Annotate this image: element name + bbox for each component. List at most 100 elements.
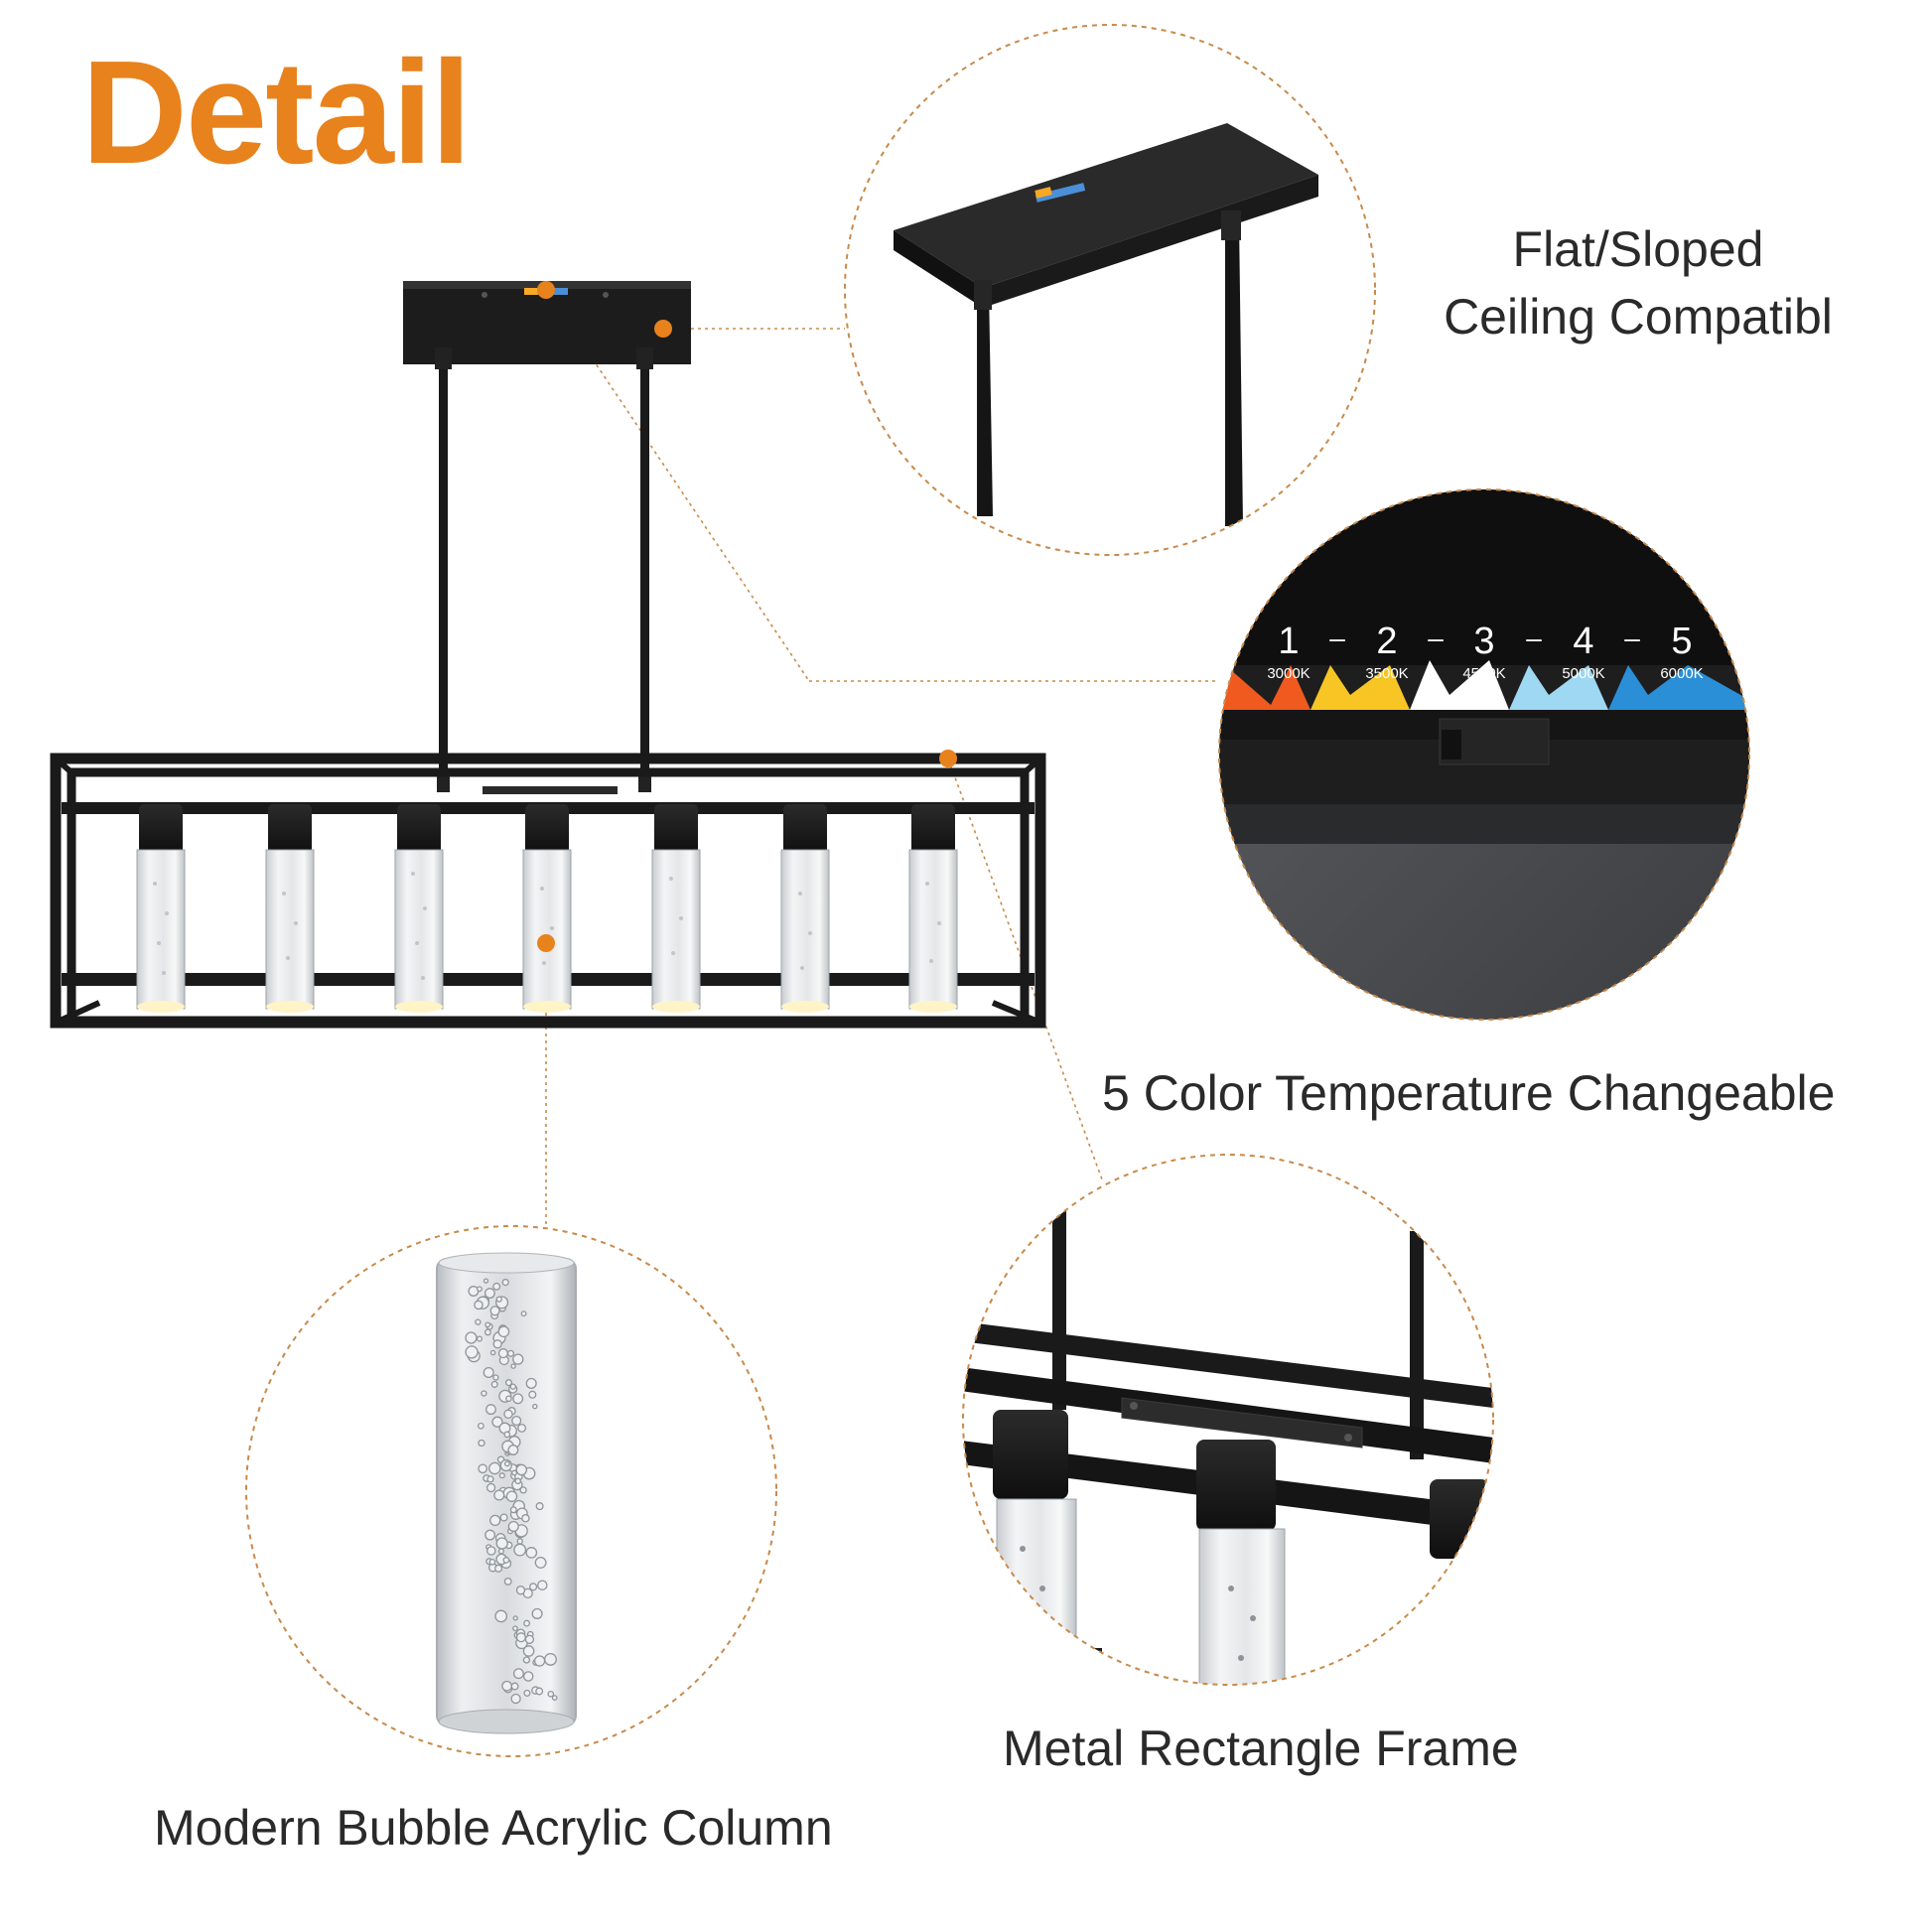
bubble: [493, 1489, 505, 1501]
bubble: [515, 1586, 526, 1595]
bubble: [515, 1463, 528, 1476]
temp-sep-2: –: [1428, 622, 1444, 653]
bubble: [523, 1619, 531, 1627]
feature-ceiling-line2: Ceiling Compatibl: [1444, 288, 1833, 345]
light-1: [136, 804, 186, 1013]
bubble: [499, 1513, 508, 1522]
bubble: [486, 1475, 494, 1483]
bubble: [509, 1383, 516, 1390]
temp-number-2: 2: [1376, 621, 1397, 662]
temp-sep-3: –: [1526, 622, 1542, 653]
bubble: [497, 1325, 510, 1338]
bubble: [497, 1348, 508, 1359]
bubble: [475, 1318, 482, 1325]
bubble: [547, 1690, 555, 1698]
bubble: [503, 1577, 512, 1586]
temp-wave-4: [1509, 665, 1608, 710]
rod-left: [439, 364, 448, 789]
bubble: [519, 1486, 527, 1494]
bubble: [506, 1349, 515, 1357]
bubble: [516, 1538, 523, 1545]
bubble: [510, 1693, 521, 1705]
temp-kelvin-5: 6000K: [1660, 665, 1703, 682]
detail-circle-column: [245, 1225, 777, 1757]
bubble: [495, 1537, 508, 1550]
bubble: [474, 1300, 483, 1311]
bubble: [503, 1431, 511, 1439]
feature-column-label: Modern Bubble Acrylic Column: [154, 1800, 833, 1856]
light-3: [394, 804, 444, 1013]
temp-wave-3: [1410, 660, 1509, 710]
feature-frame-label: Metal Rectangle Frame: [1003, 1721, 1519, 1776]
bubble: [551, 1695, 558, 1701]
bubble: [523, 1689, 531, 1697]
bubble: [515, 1632, 526, 1643]
temp-kelvin-3: 4500K: [1462, 665, 1505, 682]
bubble: [501, 1278, 509, 1287]
bubble: [484, 1529, 496, 1541]
detail-circle-frame: [962, 1154, 1494, 1686]
bubble: [509, 1506, 517, 1514]
marker-frame: [939, 750, 957, 767]
marker-dots: [537, 281, 957, 952]
bubble: [492, 1339, 502, 1349]
bubble: [507, 1520, 519, 1533]
bubble: [507, 1445, 519, 1455]
bubble: [465, 1331, 478, 1344]
bubble: [503, 1409, 513, 1420]
light-tubes: [136, 804, 958, 1013]
bubble: [468, 1286, 480, 1297]
bubble: [486, 1546, 496, 1556]
bubble: [525, 1377, 537, 1389]
temp-kelvin-1: 3000K: [1267, 665, 1310, 682]
bubble: [532, 1403, 538, 1410]
temp-kelvin-4: 5000K: [1562, 665, 1604, 682]
bubble: [502, 1557, 510, 1564]
bubble: [522, 1656, 531, 1664]
bubble: [485, 1482, 496, 1493]
bubble: [491, 1416, 503, 1428]
bubble: [505, 1395, 512, 1402]
bubble: [522, 1671, 534, 1682]
temp-number-5: 5: [1671, 621, 1692, 662]
bubble: [483, 1328, 491, 1336]
bubble: [465, 1345, 479, 1359]
bubble: [495, 1296, 502, 1303]
light-5: [651, 804, 701, 1013]
bubble: [533, 1655, 546, 1667]
marker-ceiling: [654, 320, 672, 338]
bubble: [483, 1288, 495, 1300]
bubble: [520, 1311, 527, 1317]
frame-front: [50, 753, 1046, 1029]
bubble: [522, 1645, 535, 1657]
bubble: [476, 1335, 483, 1342]
bubble: [485, 1404, 496, 1416]
bubble: [512, 1393, 524, 1405]
bubble: [503, 1460, 510, 1467]
bubble: [505, 1490, 518, 1502]
bubble: [484, 1321, 491, 1328]
bubble: [492, 1374, 499, 1381]
bubble: [488, 1558, 496, 1566]
light-6: [780, 804, 830, 1013]
temp-sep-4: –: [1624, 622, 1640, 653]
bubble: [489, 1514, 501, 1527]
light-2: [265, 804, 315, 1013]
bubble: [497, 1548, 504, 1555]
bubble: [489, 1349, 496, 1356]
feature-ceiling-line1: Flat/Sloped: [1512, 221, 1764, 277]
bubble: [494, 1609, 508, 1623]
temp-wave-5: [1608, 665, 1749, 710]
bubble: [478, 1422, 484, 1430]
rod-right: [640, 364, 649, 789]
bubble: [525, 1547, 538, 1559]
bubble: [512, 1615, 518, 1621]
detail-circle-ceiling: [844, 24, 1376, 556]
bubble: [510, 1682, 519, 1691]
bubble: [544, 1652, 557, 1666]
bubble: [490, 1380, 498, 1388]
temp-sep-1: –: [1329, 622, 1345, 653]
temp-number-4: 4: [1573, 621, 1593, 662]
bubble: [489, 1306, 500, 1316]
